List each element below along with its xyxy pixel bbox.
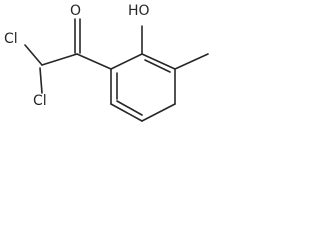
bond-cl-top-to-chcl2 — [24, 44, 43, 66]
chemical-structure-diagram: HO O Cl Cl — [4, 3, 209, 122]
atom-label-chlorine-bottom: Cl — [33, 93, 47, 109]
ring-bond-5 — [110, 103, 143, 122]
ring-bond-2 — [141, 53, 176, 70]
bond-ring-to-methyl — [174, 53, 209, 70]
bond-chcl2-to-carbonyl — [41, 53, 78, 66]
atom-label-chlorine-top: Cl — [4, 31, 18, 47]
atom-label-carbonyl-oxygen: O — [70, 3, 81, 19]
ring-inner-double-2 — [116, 100, 143, 116]
ring-bond-4 — [141, 103, 176, 122]
ring-bond-1 — [110, 53, 143, 70]
bond-cl-bottom-to-chcl2 — [39, 67, 43, 94]
ring-inner-double-1 — [144, 59, 171, 73]
bond-carbonyl-to-ring — [76, 53, 112, 70]
atom-label-hydroxyl: HO — [128, 3, 150, 19]
